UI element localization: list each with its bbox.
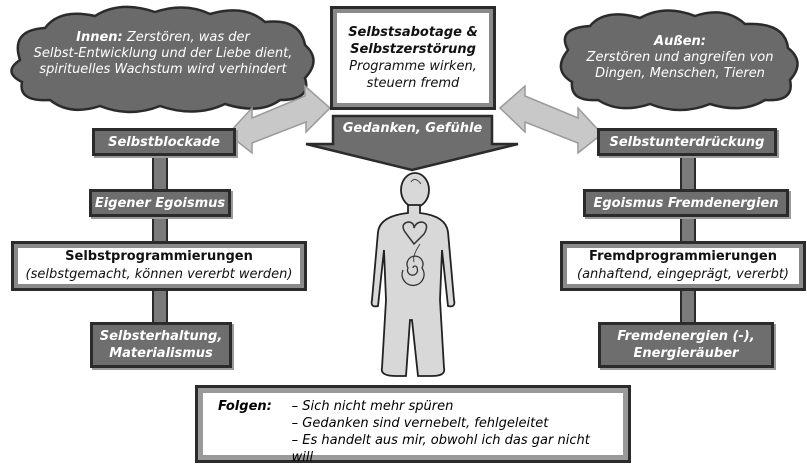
- left-box-selbstblockade: Selbstblockade: [92, 128, 236, 156]
- right-box-programmierungen: Fremdprogrammierungen (anhaftend, eingep…: [560, 241, 806, 291]
- folgen-item: – Sich nicht mehr spüren: [291, 399, 454, 414]
- right-connectors: [680, 152, 696, 325]
- center-top-sub-line2: steuern fremd: [366, 76, 460, 91]
- left-cloud-line1: Zerstören, was der: [122, 30, 250, 45]
- left-cloud-label: Innen:: [76, 30, 123, 45]
- right-box-egoismus: Egoismus Fremdenergien: [583, 189, 789, 217]
- center-top-sub-line1: Programme wirken,: [349, 59, 477, 74]
- folgen-label: Folgen:: [218, 399, 272, 414]
- right-box3-title: Fremdprogrammierungen: [589, 249, 777, 264]
- right-box-unterdrueckung: Selbstunterdrückung: [597, 128, 777, 156]
- left-box3-title: Selbstprogrammierungen: [65, 249, 253, 264]
- right-cloud-text: Außen: Zerstören und angreifen von Dinge…: [574, 34, 786, 82]
- center-top-box: Selbstsabotage & Selbstzerstörung Progra…: [330, 6, 496, 110]
- folgen-box: Folgen: – Sich nicht mehr spüren – Gedan…: [195, 385, 631, 466]
- folgen-items: – Sich nicht mehr spüren – Gedanken sind…: [292, 398, 614, 466]
- right-box4-line1: Fremdenergien (-),: [617, 329, 755, 344]
- center-arrow-label: Gedanken, Gefühle: [342, 121, 483, 136]
- center-top-title-line1: Selbstsabotage &: [348, 25, 478, 40]
- right-box3-sub: (anhaftend, eingeprägt, vererbt): [577, 267, 789, 282]
- left-cloud-shape: [10, 5, 315, 114]
- left-box3-sub: (selbstgemacht, können vererbt werden): [25, 267, 293, 282]
- left-box4-line1: Selbsterhaltung,: [99, 329, 223, 344]
- left-cloud-line3: spirituelles Wachstum wird verhindert: [39, 62, 287, 77]
- left-box-programmierungen: Selbstprogrammierungen (selbstgemacht, k…: [11, 241, 307, 291]
- left-cloud-line2: Selbst-Entwicklung und der Liebe dient,: [33, 46, 293, 61]
- left-cloud-text: Innen: Zerstören, was der Selbst-Entwick…: [28, 30, 298, 78]
- left-connectors: [152, 152, 168, 325]
- center-down-arrow: [305, 114, 519, 172]
- left-box4-line2: Materialismus: [109, 346, 213, 361]
- right-box4-line2: Energieräuber: [633, 346, 739, 361]
- left-box-materialismus: Selbsterhaltung, Materialismus: [90, 322, 232, 368]
- right-cloud-shape: [559, 9, 799, 112]
- human-figure: [370, 172, 456, 377]
- center-top-title-line2: Selbstzerstörung: [350, 42, 476, 57]
- right-box-energieraeuber: Fremdenergien (-), Energieräuber: [598, 322, 774, 368]
- right-cloud-line2: Dingen, Menschen, Tieren: [595, 66, 765, 81]
- right-cloud-label: Außen:: [654, 34, 706, 49]
- left-box-egoismus: Eigener Egoismus: [89, 189, 231, 217]
- folgen-item: – Gedanken sind vernebelt, fehlgeleitet: [291, 416, 549, 431]
- right-cloud-line1: Zerstören und angreifen von: [586, 50, 774, 65]
- folgen-item: – Es handelt aus mir, obwohl ich das gar…: [291, 433, 590, 465]
